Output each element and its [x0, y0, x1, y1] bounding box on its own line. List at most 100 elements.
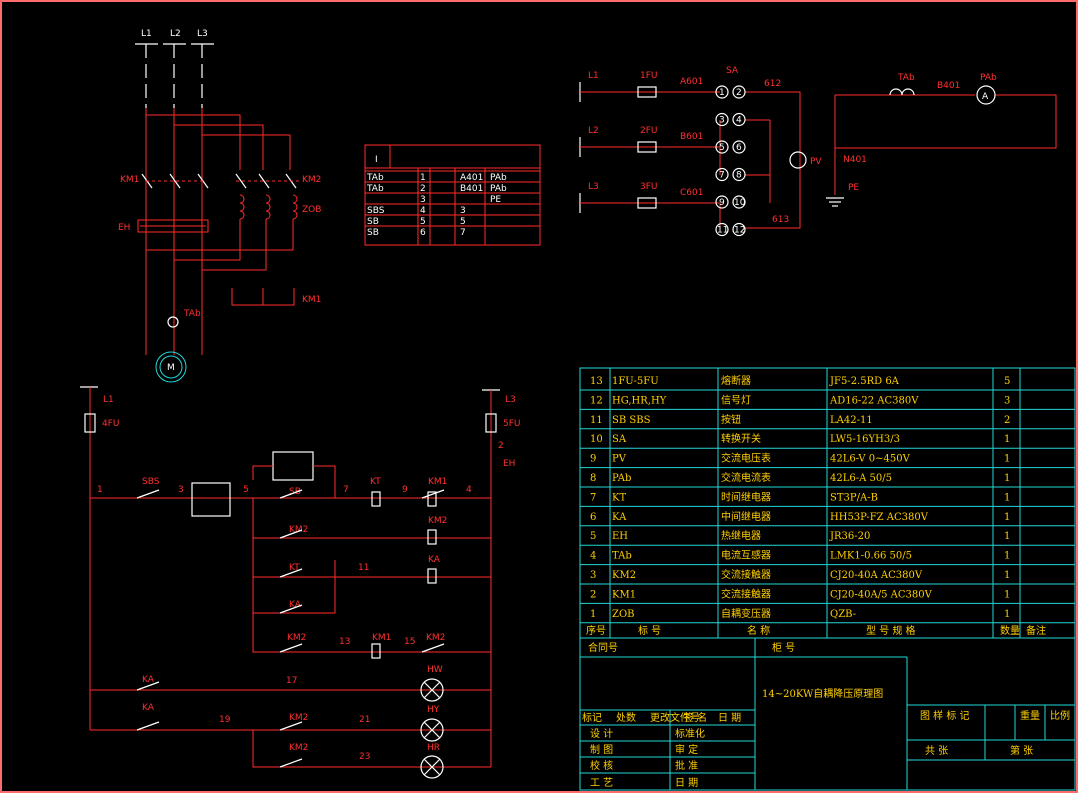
parts-cell-12-1: ZOB — [612, 609, 635, 620]
ctrl-component-0: SBS — [142, 477, 160, 487]
parts-cell-3-1: SA — [612, 434, 627, 445]
ctrl-node-1: 3 — [178, 485, 184, 495]
lamp-hr-label: HR — [427, 743, 440, 753]
ctrl-component-9: KM2 — [426, 633, 445, 643]
phase-label-l3: L3 — [197, 29, 208, 39]
sa-terminal-4: 4 — [736, 116, 742, 126]
pab-label: PAb — [980, 73, 997, 83]
parts-cell-6-2: 时间继电器 — [721, 490, 771, 503]
parts-header-1: 标 号 — [638, 625, 661, 637]
switch-table-cell-4-0: SB — [367, 217, 379, 227]
ctrl-eh-label: EH — [503, 459, 515, 469]
switch-table-cell-0-1: 1 — [420, 173, 426, 183]
b401-label: B401 — [937, 81, 960, 91]
parts-cell-6-0: 7 — [590, 492, 596, 503]
switch-table-cell-1-0: TAb — [366, 184, 384, 194]
meter-fuse-0: 1FU — [640, 71, 658, 81]
lamp-hy — [420, 718, 444, 742]
parts-cell-5-0: 8 — [590, 473, 596, 484]
km1-star-label: KM1 — [302, 295, 321, 305]
review-label: 审 定 — [675, 743, 698, 756]
switch-table-cell-0-3: PAb — [490, 173, 507, 183]
standard-label: 标准化 — [675, 727, 705, 740]
parts-cell-5-4: 1 — [1004, 473, 1010, 484]
meter-phase-0: L1 — [588, 71, 599, 81]
ctrl-l1-label: L1 — [103, 395, 114, 405]
meter-node-1: B601 — [680, 132, 703, 142]
parts-cell-8-2: 热继电器 — [721, 529, 761, 542]
parts-cell-7-1: KA — [612, 512, 627, 523]
ctrl-node-5: 4 — [466, 485, 472, 495]
parts-cell-10-4: 1 — [1004, 570, 1010, 581]
rev-header-1: 处数 — [616, 711, 636, 724]
parts-cell-1-2: 信号灯 — [721, 394, 751, 406]
parts-cell-0-2: 熔断器 — [721, 374, 751, 387]
ctrl-node-2: 5 — [243, 485, 249, 495]
ctrl-node-13: 23 — [359, 752, 370, 762]
parts-cell-3-3: LW5-16YH3/3 — [830, 434, 900, 445]
parts-cell-7-2: 中间继电器 — [721, 510, 771, 523]
switch-table-cell-4-2: 5 — [460, 217, 466, 227]
drafting-label: 制 图 — [590, 743, 613, 756]
n401-label: N401 — [843, 155, 867, 165]
ct-meter-label: TAb — [897, 73, 915, 83]
parts-cell-0-3: JF5-2.5RD 6A — [829, 376, 900, 387]
parts-cell-4-2: 交流电压表 — [721, 452, 771, 465]
contract-no-label: 合同号 — [588, 641, 618, 654]
ctrl-component-5: KM1 — [428, 477, 447, 487]
switch-table-cell-5-0: SB — [367, 228, 379, 238]
motor-label: M — [167, 363, 175, 373]
parts-cell-6-4: 1 — [1004, 492, 1010, 503]
date-label: 日 期 — [675, 777, 698, 789]
ctrl-component-2: KM2 — [289, 525, 308, 535]
parts-cell-9-4: 1 — [1004, 551, 1010, 562]
parts-cell-2-3: LA42-11 — [830, 415, 873, 426]
ctrl-node-0: 1 — [97, 485, 103, 495]
wire-612: 612 — [764, 79, 781, 89]
ctrl-component-6: KM2 — [428, 516, 447, 526]
weight-label: 重量 — [1020, 709, 1040, 722]
parts-cell-2-0: 11 — [590, 415, 603, 426]
ctrl-component-12: KM2 — [289, 713, 308, 723]
sa-terminal-1: 1 — [719, 88, 725, 98]
control-circuit: L1 4FU L3 5FU EH — [80, 386, 521, 779]
transformer-label: ZOB — [302, 205, 321, 215]
ctrl-node-3: 7 — [343, 485, 349, 495]
parts-cell-3-4: 1 — [1004, 434, 1010, 445]
ctrl-component-11: KM1 — [372, 633, 391, 643]
sa-terminal-2: 2 — [736, 88, 742, 98]
title-block: 合同号 柜 号 14~20KW自耦降压原理图 设 计 制 图 校 核 工 艺 标… — [579, 637, 1076, 791]
ctrl-4fu-label: 4FU — [102, 419, 120, 429]
parts-cell-5-1: PAb — [612, 473, 631, 484]
ctrl-component-8: KM2 — [287, 633, 306, 643]
parts-cell-8-1: EH — [612, 531, 628, 542]
parts-header-0: 序号 — [586, 624, 606, 637]
approve-label: 批 准 — [675, 759, 698, 772]
parts-cell-2-2: 按钮 — [721, 413, 741, 426]
parts-cell-5-3: 42L6-A 50/5 — [830, 473, 892, 484]
parts-header-5: 备注 — [1026, 624, 1046, 637]
km2-contact-label: KM2 — [302, 175, 321, 185]
sa-terminal-12: 12 — [734, 226, 745, 236]
parts-cell-1-4: 3 — [1004, 395, 1010, 406]
parts-cell-1-1: HG,HR,HY — [612, 395, 667, 406]
switch-table-cell-2-1: 3 — [420, 195, 426, 205]
ctrl-node-4: 9 — [402, 485, 408, 495]
eh-label: EH — [118, 223, 130, 233]
switch-table-cell-4-1: 5 — [420, 217, 426, 227]
parts-cell-8-0: 5 — [590, 531, 596, 542]
parts-cell-0-4: 5 — [1004, 376, 1010, 387]
parts-cell-3-2: 转换开关 — [721, 432, 761, 445]
pe-label: PE — [848, 183, 859, 193]
power-circuit: L1 L2 L3 KM1 KM2 ZOB EH — [118, 29, 321, 383]
lamp-hw-label: HW — [427, 665, 443, 675]
parts-cell-12-3: QZB- — [830, 609, 856, 620]
parts-cell-5-2: 交流电流表 — [721, 471, 771, 484]
ctrl-component-7: KA — [428, 555, 441, 565]
parts-cell-8-3: JR36-20 — [829, 531, 870, 542]
parts-cell-9-0: 4 — [590, 551, 596, 562]
parts-cell-6-3: ST3P/A-B — [830, 492, 878, 503]
switch-table-cell-3-2: 3 — [460, 206, 466, 216]
